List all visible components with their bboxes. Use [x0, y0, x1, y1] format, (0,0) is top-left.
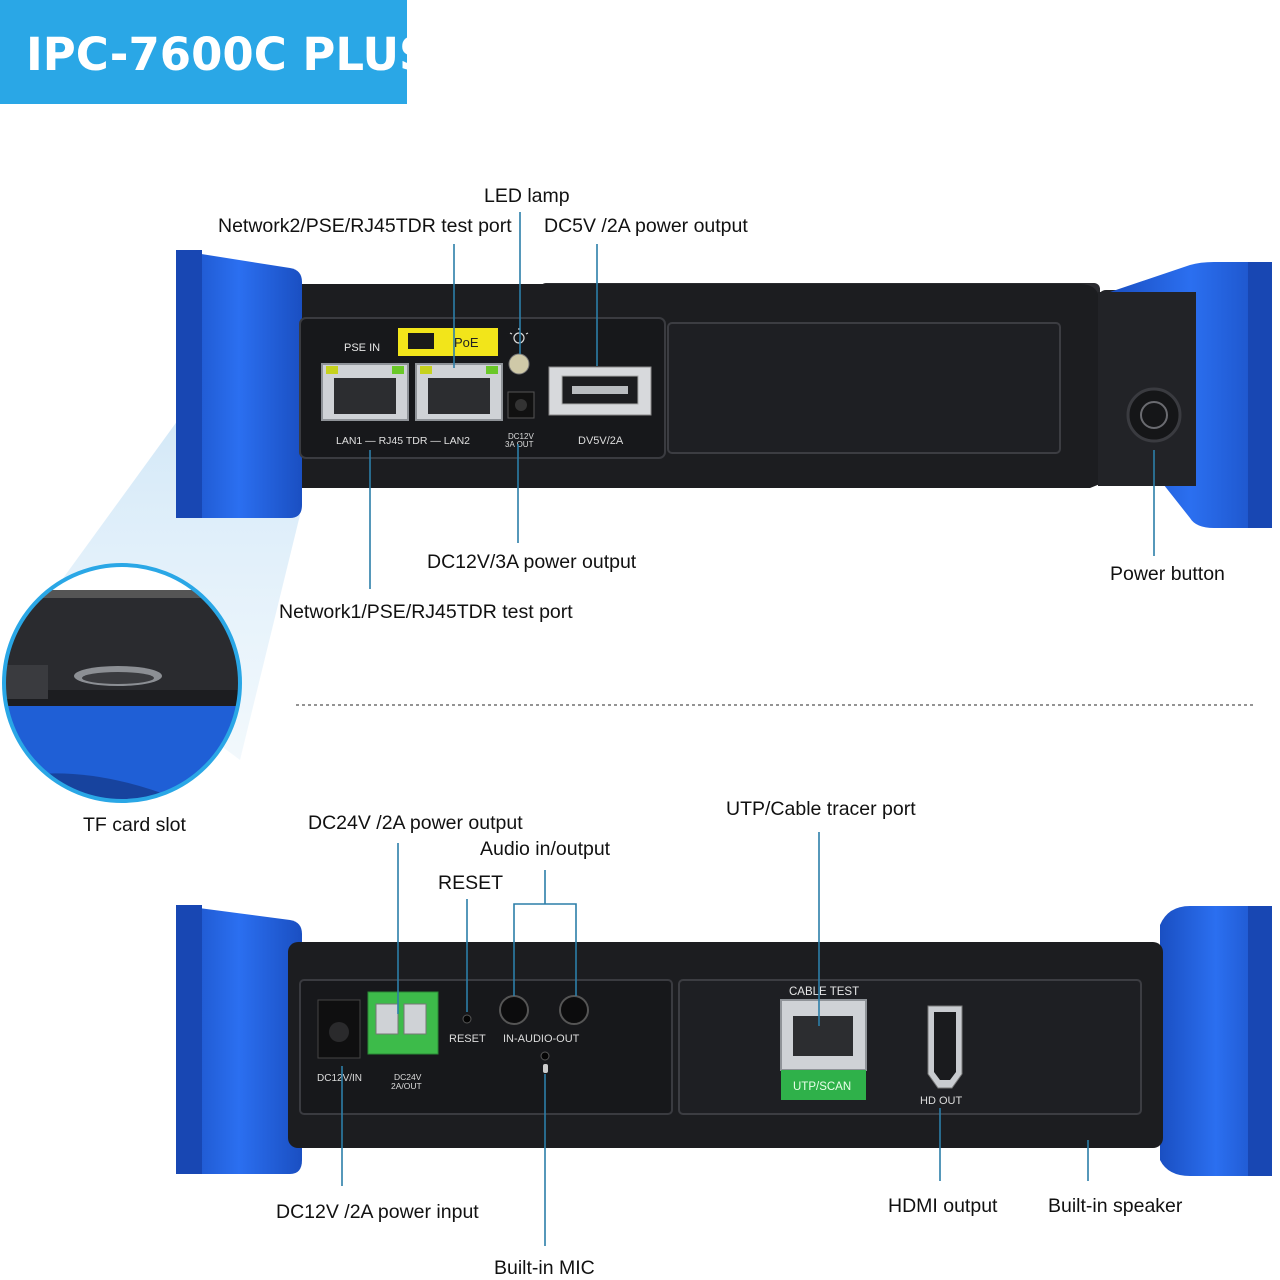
- audio-out-jack: [559, 995, 589, 1025]
- usb-port: [548, 366, 652, 416]
- led-lamp-callout: LED lamp: [484, 185, 570, 207]
- audio-callout: Audio in/output: [480, 838, 611, 860]
- poe-label: PoE: [454, 335, 479, 350]
- audio-in-jack: [499, 995, 529, 1025]
- dc12v-out-label-2: 3A OUT: [505, 440, 534, 449]
- lamp-icon: [509, 328, 529, 344]
- reset-callout: RESET: [438, 872, 504, 894]
- hdmi-port: [927, 1005, 963, 1089]
- dc24v-terminal: [367, 991, 439, 1055]
- led-lamp: [508, 353, 530, 375]
- reset-device-label: RESET: [449, 1033, 486, 1045]
- top-right-bumper-edge: [1248, 262, 1272, 528]
- mic-icon: [543, 1064, 548, 1073]
- dc12v-3a-callout: DC12V/3A power output: [427, 551, 637, 573]
- hd-out-label: HD OUT: [920, 1095, 962, 1107]
- utp-scan-label: UTP/SCAN: [793, 1081, 851, 1093]
- product-title: IPC-7600C PLUS: [26, 28, 432, 81]
- bottom-right-bumper: [1160, 906, 1272, 1176]
- dc5v-callout: DC5V /2A power output: [544, 215, 748, 237]
- tf-card-zoom: [2, 563, 242, 803]
- network2-callout: Network2/PSE/RJ45TDR test port: [218, 215, 512, 237]
- dc24v-callout: DC24V /2A power output: [308, 812, 523, 834]
- utp-scan-tag: [781, 1070, 866, 1100]
- bottom-left-bumper-edge: [176, 905, 202, 1174]
- bottom-right-panel: [678, 979, 1142, 1115]
- lan2-port: [415, 363, 503, 421]
- power-button-callout: Power button: [1110, 563, 1225, 585]
- utp-tracer-callout: UTP/Cable tracer port: [726, 798, 916, 820]
- bottom-right-bumper-edge: [1248, 906, 1272, 1176]
- poe-camera-icon: [408, 333, 434, 349]
- hdmi-output-callout: HDMI output: [888, 1195, 998, 1217]
- top-callout-lines: [369, 212, 1155, 589]
- utp-port: [780, 999, 867, 1071]
- dc12v-out-label-1: DC12V: [508, 432, 534, 441]
- audio-device-label: IN-AUDIO-OUT: [503, 1033, 580, 1045]
- cable-test-label: CABLE TEST: [789, 986, 859, 998]
- speaker-callout: Built-in speaker: [1048, 1195, 1183, 1217]
- tf-card-callout: TF card slot: [83, 814, 186, 836]
- pse-in-label: PSE IN: [344, 342, 380, 354]
- mic-callout: Built-in MIC: [494, 1257, 595, 1279]
- network1-callout: Network1/PSE/RJ45TDR test port: [279, 601, 573, 623]
- title-banner: IPC-7600C PLUS: [0, 0, 431, 104]
- top-left-bumper: [176, 250, 302, 518]
- dc12v-input-callout: DC12V /2A power input: [276, 1201, 479, 1223]
- lan-row-label: LAN1 — RJ45 TDR — LAN2: [336, 435, 470, 447]
- lan1-port: [321, 363, 409, 421]
- dc24v-label-2: 2A/OUT: [391, 1081, 422, 1091]
- power-button: [1126, 387, 1182, 443]
- top-left-bumper-edge: [176, 250, 202, 518]
- mic-hole: [540, 1051, 550, 1061]
- dc24v-label-1: DC24V: [394, 1072, 422, 1082]
- bottom-callout-lines: [341, 832, 1089, 1246]
- bottom-left-bumper: [176, 905, 302, 1174]
- dc12v-in-label: DC12V/IN: [317, 1073, 362, 1084]
- top-blank-panel: [667, 322, 1061, 454]
- usb-label: DV5V/2A: [578, 435, 624, 447]
- reset-hole: [462, 1014, 472, 1024]
